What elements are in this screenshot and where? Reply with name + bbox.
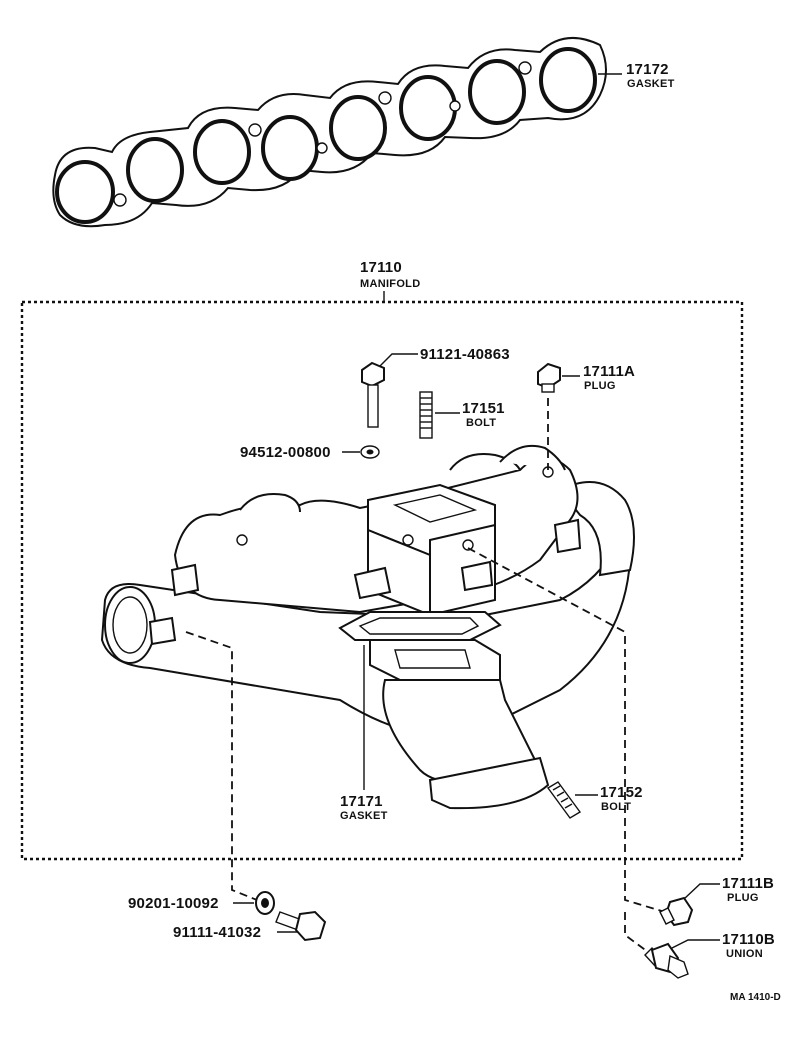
intake-gasket-17172[interactable] — [52, 36, 607, 228]
callout-17172-name: GASKET — [627, 78, 675, 90]
plug-17111b[interactable] — [659, 896, 694, 927]
callout-17152-number: 17152 — [600, 784, 643, 801]
callout-17111b-number: 17111B — [722, 875, 774, 892]
stud-bolt-17152[interactable] — [546, 781, 582, 819]
union-17110b[interactable] — [644, 942, 689, 979]
callout-91111-41032: 91111-41032 — [173, 924, 261, 941]
plug-17111a[interactable] — [537, 362, 561, 393]
callout-17111a-number: 17111A — [583, 363, 635, 380]
callout-17110-number: 17110 — [360, 259, 402, 276]
callout-17171-number: 17171 — [340, 793, 383, 810]
callout-17110b-number: 17110B — [722, 931, 775, 948]
callout-17151-number: 17151 — [462, 400, 505, 417]
callout-17152-name: BOLT — [601, 801, 631, 813]
manifold-assembly-frame — [20, 300, 744, 861]
callout-17111b-name: PLUG — [727, 892, 759, 904]
washer-90201-10092[interactable] — [255, 891, 275, 915]
callout-94512-00800: 94512-00800 — [240, 444, 331, 461]
callout-17110-name: MANIFOLD — [360, 278, 420, 290]
callout-17172-number: 17172 — [626, 61, 669, 78]
callout-90201-10092: 90201-10092 — [128, 895, 219, 912]
figure-code: MA 1410-D — [730, 992, 781, 1003]
washer-94512-00800[interactable] — [360, 445, 380, 459]
bolt-91121-40863[interactable] — [361, 361, 385, 428]
callout-17151-name: BOLT — [466, 417, 496, 429]
callout-17171-name: GASKET — [340, 810, 388, 822]
exhaust-gasket-17171[interactable] — [338, 611, 502, 641]
callout-91121-40863: 91121-40863 — [420, 346, 510, 363]
callout-17111a-name: PLUG — [584, 380, 616, 392]
stud-bolt-17151[interactable] — [419, 391, 433, 439]
callout-17110b-name: UNION — [726, 948, 763, 960]
bolt-91111-41032[interactable] — [275, 910, 327, 942]
